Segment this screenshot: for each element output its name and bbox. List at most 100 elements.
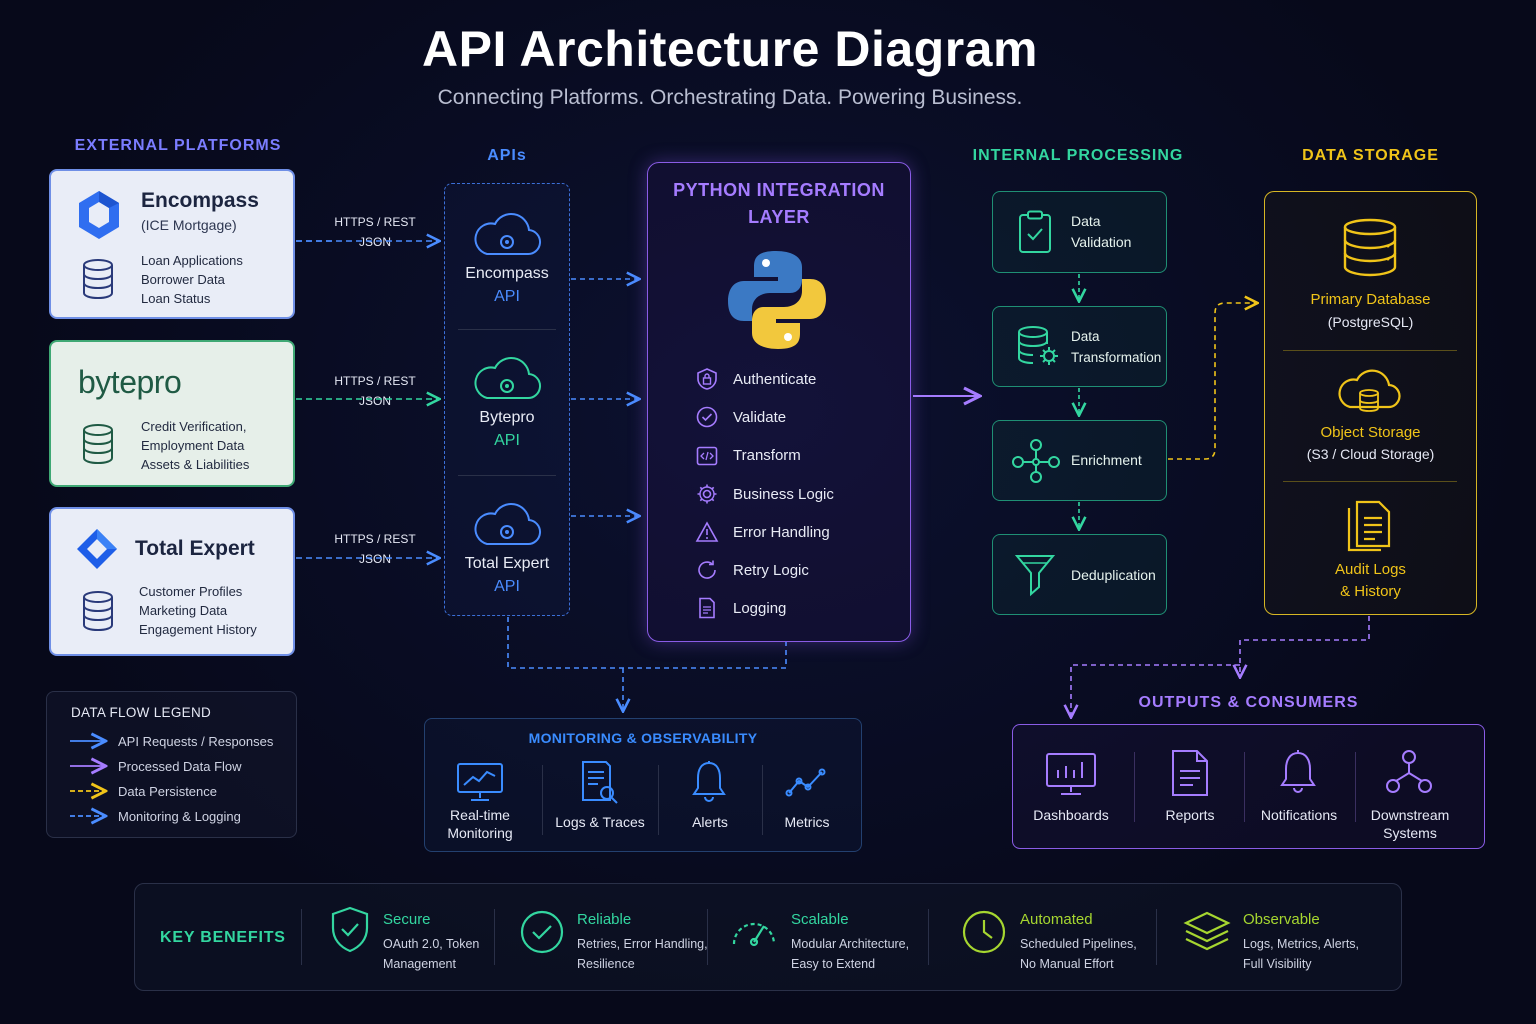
storage-name: Object Storage bbox=[1320, 424, 1421, 441]
storage-name: Audit Logs& History bbox=[1335, 561, 1406, 600]
platform-card-encompass[interactable]: Encompass (ICE Mortgage) Loan Applicatio… bbox=[49, 169, 295, 319]
clipboard-check-icon bbox=[1019, 210, 1051, 253]
clock-icon bbox=[962, 910, 1006, 954]
platform-name: Encompass bbox=[141, 189, 259, 212]
protocol-label: HTTPS / REST JSON bbox=[334, 532, 416, 566]
api-name-encompass: Encompass bbox=[465, 265, 549, 282]
database-icon bbox=[83, 591, 113, 632]
benefit-desc: Logs, Metrics, Alerts,Full Visibility bbox=[1243, 937, 1360, 971]
shield-check-icon bbox=[331, 906, 369, 953]
api-name-total-expert: Total Expert bbox=[464, 555, 550, 572]
benefit-name: Scalable bbox=[791, 911, 849, 928]
storage-sub: (PostgreSQL) bbox=[1327, 314, 1414, 330]
logs-search-icon bbox=[582, 761, 618, 804]
legend-title: DATA FLOW LEGEND bbox=[71, 705, 212, 720]
monitoring-item-label: Metrics bbox=[784, 814, 830, 830]
platform-data-item: Loan Applications bbox=[141, 253, 243, 268]
legend-swatches bbox=[70, 734, 110, 824]
cloud-gear-icon bbox=[474, 213, 541, 256]
arrow-enrichment-storage bbox=[1168, 303, 1256, 460]
monitoring-container bbox=[424, 718, 862, 852]
benefit-desc: Retries, Error Handling,Resilience bbox=[577, 937, 708, 971]
storage-sub: (S3 / Cloud Storage) bbox=[1306, 446, 1435, 462]
process-deduplication[interactable] bbox=[992, 534, 1167, 615]
process-data-transformation[interactable] bbox=[992, 306, 1167, 387]
network-nodes-icon bbox=[1012, 439, 1060, 483]
database-icon bbox=[83, 259, 113, 300]
section-storage-title: DATA STORAGE bbox=[1302, 147, 1439, 164]
downstream-nodes-icon bbox=[1386, 750, 1432, 793]
benefits-title: KEY BENEFITS bbox=[160, 929, 286, 946]
monitoring-item-label: Logs & Traces bbox=[555, 814, 645, 830]
platform-subname: (ICE Mortgage) bbox=[141, 217, 237, 233]
process-label: Enrichment bbox=[1071, 452, 1142, 468]
code-icon bbox=[696, 446, 718, 466]
platform-data-item: Marketing Data bbox=[139, 603, 228, 618]
key-benefits-bar bbox=[134, 883, 1402, 991]
platform-data-item: Customer Profiles bbox=[139, 584, 243, 599]
python-step: Transform bbox=[733, 447, 801, 464]
speedometer-icon bbox=[732, 922, 776, 947]
bell-icon bbox=[692, 761, 726, 802]
storage-name: Primary Database bbox=[1310, 291, 1431, 308]
api-sub: API bbox=[494, 578, 520, 595]
monitoring-item-label: Alerts bbox=[692, 814, 728, 830]
legend-item: Processed Data Flow bbox=[118, 759, 242, 774]
cloud-storage-icon bbox=[1338, 369, 1401, 412]
platform-card-bytepro[interactable]: bytepro Credit Verification, Employment … bbox=[49, 340, 295, 487]
retry-icon bbox=[698, 560, 716, 579]
benefit-name: Reliable bbox=[577, 911, 632, 928]
protocol-label: HTTPS / REST JSON bbox=[334, 374, 416, 408]
legend-item: Monitoring & Logging bbox=[118, 809, 241, 824]
data-flow-legend bbox=[46, 691, 297, 838]
legend-item: Data Persistence bbox=[118, 784, 217, 799]
document-icon bbox=[699, 597, 715, 619]
audit-document-icon bbox=[1347, 500, 1391, 552]
metrics-line-icon bbox=[785, 768, 826, 797]
monitor-chart-icon bbox=[457, 763, 503, 801]
python-logo-icon bbox=[728, 251, 826, 349]
warning-icon bbox=[695, 521, 719, 542]
arrow-storage-outputs bbox=[1071, 664, 1240, 716]
output-item-label: Notifications bbox=[1260, 807, 1338, 823]
python-step: Error Handling bbox=[733, 524, 830, 541]
benefit-name: Automated bbox=[1020, 911, 1093, 928]
platform-data-item: Assets & Liabilities bbox=[141, 457, 250, 472]
python-step: Logging bbox=[733, 600, 787, 617]
monitoring-title: MONITORING & OBSERVABILITY bbox=[528, 730, 758, 746]
python-step: Business Logic bbox=[733, 486, 834, 503]
platform-card-total-expert[interactable]: Total Expert Customer Profiles Marketing… bbox=[49, 507, 295, 656]
python-step: Authenticate bbox=[733, 371, 817, 388]
diamond-logo-icon bbox=[77, 529, 117, 569]
check-circle-icon bbox=[696, 406, 718, 428]
platform-data-item: Credit Verification, bbox=[141, 419, 247, 434]
legend-item: API Requests / Responses bbox=[118, 734, 274, 749]
notification-bell-icon bbox=[1280, 750, 1316, 793]
output-item-label: Reports bbox=[1165, 807, 1215, 823]
process-data-validation[interactable] bbox=[992, 191, 1167, 273]
database-icon bbox=[83, 424, 113, 465]
platform-data-item: Employment Data bbox=[141, 438, 245, 453]
page-title: API Architecture Diagram bbox=[422, 21, 1038, 77]
lock-shield-icon bbox=[697, 368, 717, 390]
cloud-gear-icon bbox=[474, 503, 541, 546]
section-external-title: EXTERNAL PLATFORMS bbox=[74, 137, 282, 154]
layers-icon bbox=[1183, 911, 1231, 951]
database-gear-icon bbox=[1018, 326, 1058, 365]
output-item-label: Dashboards bbox=[1033, 807, 1109, 823]
dashboard-icon bbox=[1046, 753, 1096, 795]
python-integration-layer bbox=[647, 162, 911, 642]
bytepro-logo: bytepro bbox=[78, 364, 182, 400]
platform-data-item: Engagement History bbox=[139, 622, 257, 637]
benefit-name: Observable bbox=[1243, 911, 1320, 928]
benefit-name: Secure bbox=[383, 911, 431, 928]
platform-data-item: Borrower Data bbox=[141, 272, 225, 287]
section-outputs-title: OUTPUTS & CONSUMERS bbox=[1138, 694, 1359, 711]
process-enrichment[interactable] bbox=[992, 420, 1167, 501]
cloud-gear-icon bbox=[474, 357, 541, 400]
python-step: Retry Logic bbox=[733, 562, 809, 579]
